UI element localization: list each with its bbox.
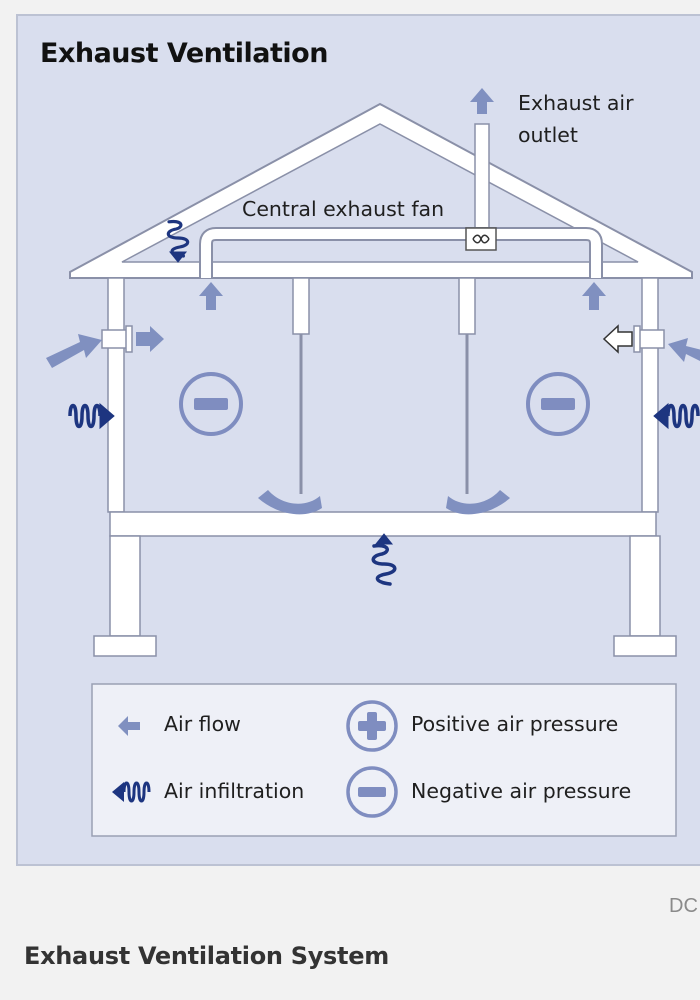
legend: [91, 683, 677, 837]
right-duct-up-arrow: [582, 282, 606, 310]
roof-infiltration-icon: [166, 219, 190, 263]
exhaust-duct: [199, 227, 603, 278]
ceiling-grilles: [292, 277, 476, 494]
exhaust-outlet-label-line1: Exhaust air: [518, 91, 634, 115]
legend-air-flow-label: Air flow: [164, 712, 241, 736]
legend-infiltration-icon: [112, 781, 151, 803]
left-inlet-arrow: [136, 326, 164, 352]
diagram-title: Exhaust Ventilation: [40, 38, 328, 69]
right-negative-pressure-icon: [526, 372, 590, 436]
legend-positive-pressure-icon: [346, 700, 398, 752]
right-room-flow-arrow: [446, 490, 510, 515]
ventilation-diagram: Exhaust Ventilation Exhaust air outlet C…: [16, 14, 700, 866]
legend-infiltration-label: Air infiltration: [164, 779, 305, 803]
left-duct-up-arrow: [199, 282, 223, 310]
left-wall-infiltration-icon: [68, 402, 115, 430]
legend-air-flow-icon: [118, 716, 140, 736]
legend-positive-pressure-label: Positive air pressure: [411, 712, 619, 736]
walls: [107, 277, 659, 513]
foundation-piers: [93, 535, 677, 657]
floor-slab: [109, 511, 657, 537]
wall-inlet-vents: [101, 325, 665, 353]
image-caption: Exhaust Ventilation System: [24, 942, 389, 970]
central-fan-box: [465, 227, 497, 251]
right-outside-air-arrow: [668, 338, 700, 362]
right-wall-infiltration-icon: [653, 402, 700, 430]
legend-negative-pressure-icon: [346, 766, 398, 818]
right-inlet-arrow: [602, 324, 633, 354]
floor-infiltration-icon: [371, 533, 397, 586]
left-negative-pressure-icon: [179, 372, 243, 436]
left-outside-air-arrow: [46, 334, 102, 368]
legend-negative-pressure-label: Negative air pressure: [411, 779, 632, 803]
exhaust-outlet-label-line2: outlet: [518, 123, 578, 147]
left-room-flow-arrow: [258, 490, 322, 515]
outlet-up-arrow: [470, 88, 494, 114]
image-credit: DC: [669, 895, 698, 917]
central-fan-label: Central exhaust fan: [242, 197, 445, 221]
